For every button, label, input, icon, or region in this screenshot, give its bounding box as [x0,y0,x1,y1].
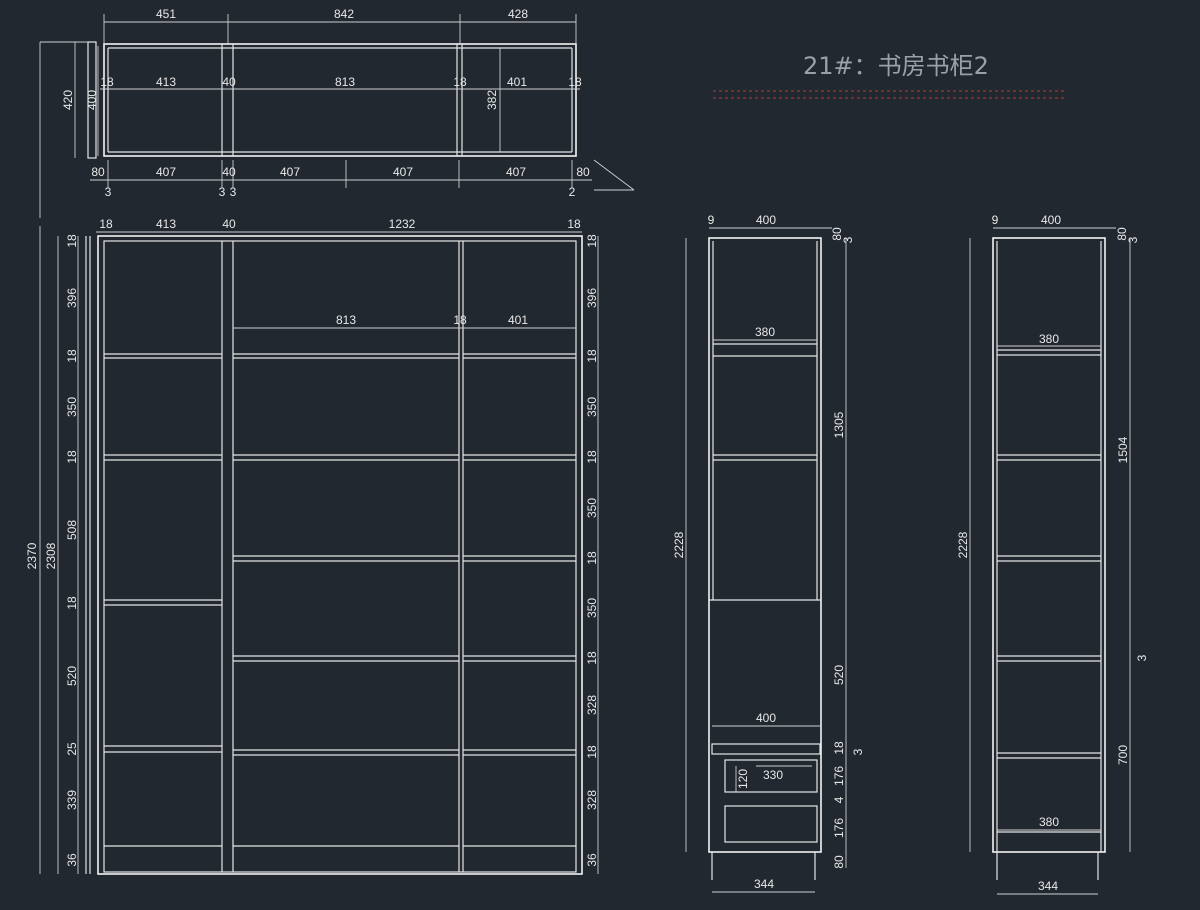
side1-right-dim: 80 [832,855,846,869]
side2-height: 2228 [956,531,970,558]
side1-base-width: 344 [754,877,774,891]
front-right-dim: 328 [585,695,599,715]
front-right-dim: 18 [585,551,599,565]
front-left-dim: 520 [65,666,79,686]
front-left-dim: 18 [65,596,79,610]
front-top-dim: 40 [222,217,236,231]
plan-left-dim: 420 [61,90,75,110]
plan-top-dim: 428 [508,7,528,21]
front-top-dim: 18 [99,217,113,231]
front-right-dim: 396 [585,288,599,308]
side-section-2: 9 400 80 3 380 380 2228 1504 700 3 344 [956,213,1149,895]
front-left-dim: 18 [65,450,79,464]
front-right-dim: 18 [585,651,599,665]
plan-left-dim: 400 [85,90,99,110]
side1-right-dim: 520 [832,665,846,685]
front-top-dim: 18 [567,217,581,231]
drawing-title: 21#：书房书柜2 [713,52,1066,99]
front-left-dim: 508 [65,520,79,540]
front-left-dim: 350 [65,397,79,417]
front-left-dim: 339 [65,790,79,810]
side2-shelf-width: 380 [1039,815,1059,829]
plan-inner-dim: 18 [568,75,582,89]
front-outer-dim: 2370 [25,542,39,569]
front-right-dim: 350 [585,498,599,518]
side2-top-dim: 400 [1041,213,1061,227]
side1-right-dim: 176 [832,818,846,838]
side1-right-dim: 176 [832,766,846,786]
plan-bottom-dim: 407 [393,165,413,179]
plan-inner-dim: 401 [507,75,527,89]
front-outer-dim: 2308 [44,542,58,569]
front-left-dim: 25 [65,742,79,756]
front-left-dim: 18 [65,349,79,363]
front-right-dim: 18 [585,450,599,464]
plan-inner-dim: 18 [100,75,114,89]
front-right-dim: 328 [585,790,599,810]
front-mid-dim: 401 [508,313,528,327]
front-elevation: 18 413 40 1232 18 813 18 401 2370 2308 1… [25,217,599,875]
plan-bottom-dim: 80 [576,165,590,179]
side1-top-dim: 9 [708,213,715,227]
side1-drawer-dim: 120 [736,769,750,789]
side2-top-dim: 80 [1115,227,1129,241]
plan-inner-dim: 813 [335,75,355,89]
front-top-dim: 1232 [389,217,416,231]
plan-small-dim: 3 [219,185,226,199]
side-section-1: 9 400 80 3 380 2228 1305 520 18 176 4 17… [672,213,865,893]
side1-right-dim: 3 [851,748,865,755]
front-left-dim: 396 [65,288,79,308]
side2-top-dim: 3 [1126,236,1140,243]
plan-top-dim: 451 [156,7,176,21]
front-right-dim: 350 [585,397,599,417]
side1-right-dim: 1305 [832,411,846,438]
plan-small-dim: 2 [569,185,576,199]
plan-bottom-dim: 40 [222,165,236,179]
front-right-dim: 18 [585,234,599,248]
front-mid-dim: 813 [336,313,356,327]
plan-bottom-dim: 407 [280,165,300,179]
plan-view: 451 842 428 18 413 40 813 18 401 18 80 4… [39,7,635,218]
side1-right-dim: 18 [832,741,846,755]
side2-base-width: 344 [1038,879,1058,893]
front-top-dim: 413 [156,217,176,231]
side1-top-dim: 400 [756,213,776,227]
plan-bottom-dim: 407 [506,165,526,179]
front-right-dim: 18 [585,745,599,759]
side2-right-dim: 700 [1116,745,1130,765]
side2-top-dim: 9 [992,213,999,227]
side1-right-dim: 4 [832,796,846,803]
plan-inner-dim: 40 [222,75,236,89]
side1-desk-width: 400 [756,711,776,725]
plan-top-dim: 842 [334,7,354,21]
side1-top-dim: 3 [841,236,855,243]
side2-right-dim: 1504 [1116,436,1130,463]
front-left-dim: 36 [65,853,79,867]
plan-small-dim: 3 [105,185,112,199]
title-text: 21#：书房书柜2 [803,52,989,80]
side2-shelf-width: 380 [1039,332,1059,346]
plan-small-dim: 3 [230,185,237,199]
side2-right-dim: 3 [1135,654,1149,661]
plan-bottom-dim: 407 [156,165,176,179]
plan-bottom-dim: 80 [91,165,105,179]
plan-right-dim: 382 [485,90,499,110]
front-right-dim: 350 [585,598,599,618]
front-right-dim: 36 [585,853,599,867]
front-right-dim: 18 [585,349,599,363]
side1-height: 2228 [672,531,686,558]
front-left-dim: 18 [65,234,79,248]
plan-inner-dim: 18 [453,75,467,89]
front-mid-dim: 18 [453,313,467,327]
side1-top-dim: 80 [830,227,844,241]
plan-inner-dim: 413 [156,75,176,89]
side1-drawer-dim: 330 [763,768,783,782]
side1-shelf-width: 380 [755,325,775,339]
